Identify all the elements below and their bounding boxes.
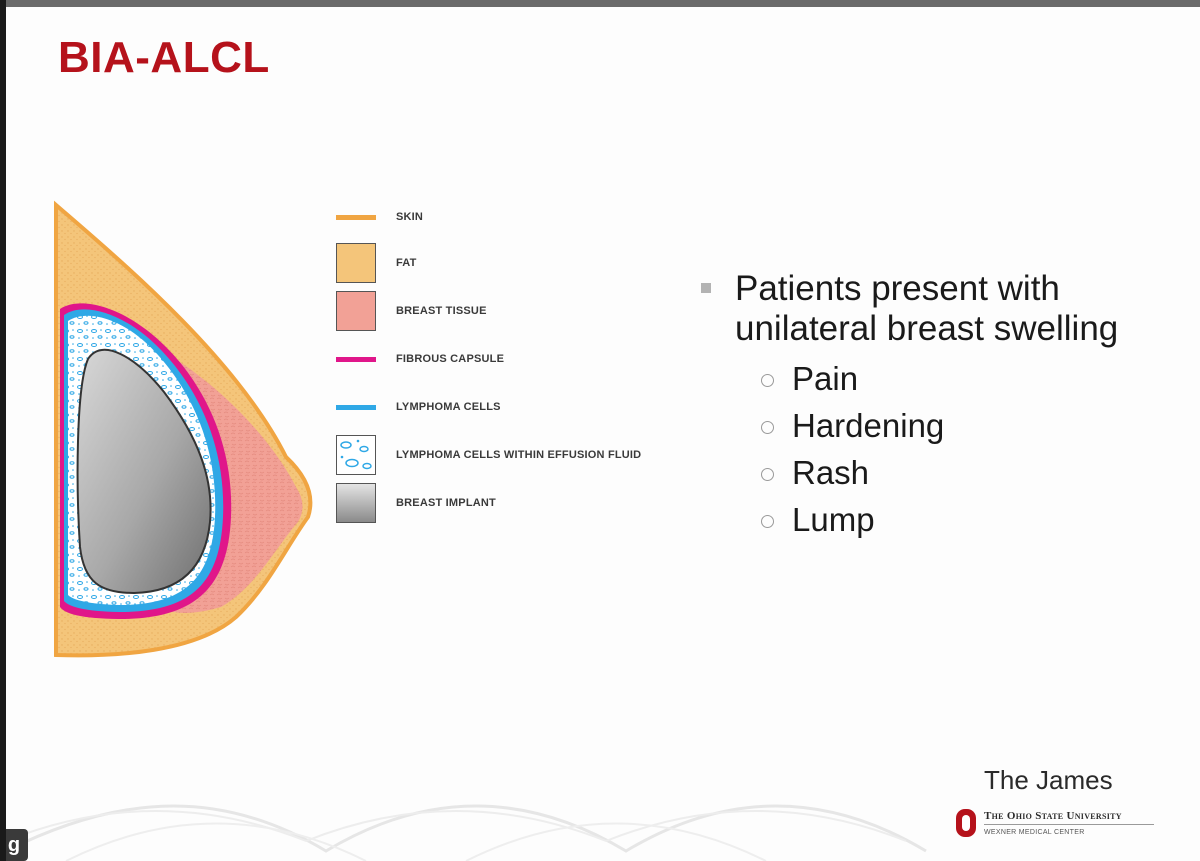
- corner-tag[interactable]: g: [6, 829, 28, 861]
- diagram-legend: SKIN FAT BREAST TISSUE FIBROUS CAPSULE L…: [336, 197, 676, 537]
- medical-center-name: WEXNER MEDICAL CENTER: [984, 829, 1085, 836]
- circle-bullet-icon: [761, 374, 774, 387]
- breast-implant-swatch: [336, 483, 376, 523]
- legend-label: BREAST TISSUE: [396, 305, 487, 317]
- breast-implant-shape: [76, 348, 212, 595]
- main-bullet-text: Patients present with unilateral breast …: [735, 269, 1119, 348]
- osu-block-o-icon: [956, 809, 976, 837]
- lymphoma-cells-swatch: [336, 387, 376, 427]
- sub-bullet-item: Hardening: [761, 402, 1171, 449]
- legend-item-fat: FAT: [336, 243, 417, 283]
- circle-bullet-icon: [761, 421, 774, 434]
- legend-item-lymphoma-cells: LYMPHOMA CELLS: [336, 387, 501, 427]
- effusion-fluid-swatch: [336, 435, 376, 475]
- circle-bullet-icon: [761, 515, 774, 528]
- legend-item-effusion-fluid: LYMPHOMA CELLS WITHIN EFFUSION FLUID: [336, 435, 641, 475]
- breast-tissue-swatch: [336, 291, 376, 331]
- legend-item-breast-tissue: BREAST TISSUE: [336, 291, 487, 331]
- legend-item-skin: SKIN: [336, 197, 423, 237]
- sub-bullet-item: Rash: [761, 449, 1171, 496]
- sub-bullet-item: Pain: [761, 355, 1171, 402]
- fat-swatch: [336, 243, 376, 283]
- square-bullet-icon: [701, 283, 711, 293]
- circle-bullet-icon: [761, 468, 774, 481]
- legend-item-fibrous-capsule: FIBROUS CAPSULE: [336, 339, 504, 379]
- legend-label: LYMPHOMA CELLS: [396, 401, 501, 413]
- fibrous-capsule-swatch: [336, 339, 376, 379]
- bullet-list: Patients present with unilateral breast …: [701, 269, 1171, 543]
- sub-bullet-item: Lump: [761, 496, 1171, 543]
- university-name: The Ohio State University: [984, 810, 1154, 825]
- sub-bullet-text: Lump: [792, 500, 875, 538]
- legend-label: FIBROUS CAPSULE: [396, 353, 505, 365]
- slide-title: BIA-ALCL: [58, 33, 270, 82]
- legend-item-breast-implant: BREAST IMPLANT: [336, 483, 496, 523]
- sub-bullet-text: Hardening: [792, 406, 945, 444]
- footer-decoration: [6, 804, 927, 861]
- sub-bullet-text: Rash: [792, 453, 870, 491]
- legend-label: LYMPHOMA CELLS WITHIN EFFUSION FLUID: [396, 449, 642, 461]
- legend-label: BREAST IMPLANT: [396, 497, 496, 509]
- window-top-border: [0, 0, 1200, 7]
- sub-bullet-text: Pain: [792, 359, 859, 397]
- brand-name: The James: [984, 765, 1113, 795]
- legend-label: SKIN: [396, 211, 424, 223]
- sub-bullet-list: Pain Hardening Rash Lump: [701, 355, 1171, 543]
- legend-label: FAT: [396, 257, 417, 269]
- window-left-border: [0, 0, 6, 861]
- main-bullet: Patients present with unilateral breast …: [701, 269, 1171, 349]
- presentation-slide: BIA-ALCL: [6, 7, 1200, 861]
- breast-implant-diagram: [54, 200, 313, 658]
- skin-swatch: [336, 197, 376, 237]
